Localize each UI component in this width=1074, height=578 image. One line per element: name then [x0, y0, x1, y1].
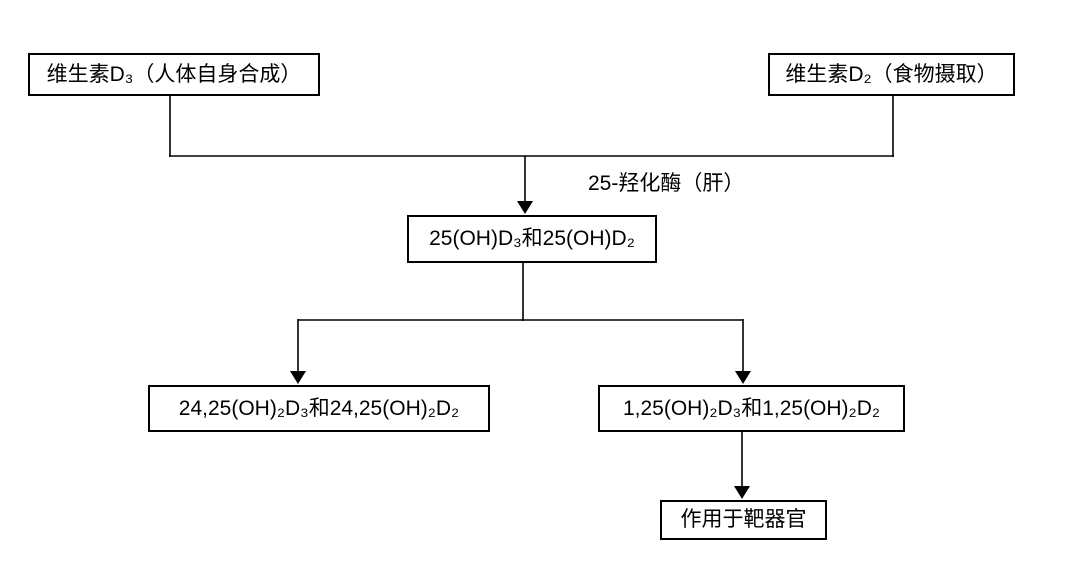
node-vitamin-d2: 维生素D₂（食物摄取） — [768, 53, 1015, 96]
node-24-25-oh2-d: 24,25(OH)₂D₃和24,25(OH)₂D₂ — [148, 385, 490, 432]
node-vitamin-d3: 维生素D₃（人体自身合成） — [28, 53, 320, 96]
edge-label-25-hydroxylase: 25-羟化酶（肝） — [588, 172, 745, 195]
node-1-25-oh2-d: 1,25(OH)₂D₃和1,25(OH)₂D₂ — [598, 385, 905, 432]
node-target-organ: 作用于靶器官 — [660, 500, 827, 540]
node-25oh-d: 25(OH)D₃和25(OH)D₂ — [407, 215, 657, 263]
